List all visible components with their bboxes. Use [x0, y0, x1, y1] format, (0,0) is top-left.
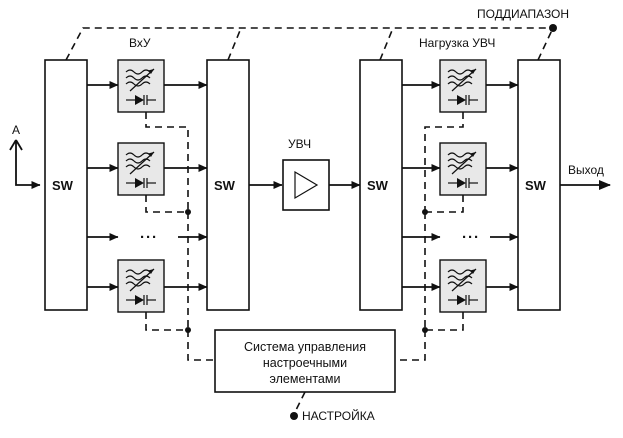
- control-line-1: Система управления: [244, 340, 366, 354]
- switch-3-label: SW: [367, 178, 389, 193]
- rf-amp-label: УВЧ: [288, 137, 311, 151]
- input-filter-3: [117, 259, 165, 313]
- switch-1-label: SW: [52, 178, 74, 193]
- load-filter-2: [439, 142, 487, 196]
- antenna-label: A: [12, 123, 20, 137]
- antenna-icon: [9, 139, 40, 185]
- subband-control-line: [65, 24, 557, 61]
- output-label: Выход: [568, 163, 604, 177]
- right-bank-wires: [402, 81, 519, 291]
- switch-2-label: SW: [214, 178, 236, 193]
- tuning-label: НАСТРОЙКА: [302, 408, 375, 423]
- control-line-2: настроечными: [263, 356, 347, 370]
- switch-1: [44, 59, 88, 311]
- subband-label: ПОДДИАПАЗОН: [477, 7, 569, 21]
- rf-load-label: Нагрузка УВЧ: [419, 36, 495, 50]
- rf-amplifier: [282, 159, 330, 211]
- load-filter-3: [439, 259, 487, 313]
- left-tuning-lines: [145, 112, 215, 361]
- right-ellipsis: ···: [462, 229, 480, 246]
- input-circuits-label: ВхУ: [129, 36, 151, 50]
- left-bank-wires: [87, 81, 208, 291]
- load-filter-1: [439, 59, 487, 113]
- input-filter-1: [117, 59, 165, 113]
- switch-4-label: SW: [525, 178, 547, 193]
- switch-4: [517, 59, 561, 311]
- amplifier-triangle-icon: [294, 170, 319, 200]
- input-filter-2: [117, 142, 165, 196]
- control-system-box: Система управления настроечными элемента…: [214, 329, 396, 393]
- left-ellipsis: ···: [140, 229, 158, 246]
- tuning-input-line: [290, 391, 306, 420]
- control-line-3: элементами: [270, 372, 341, 386]
- right-tuning-lines: [395, 112, 464, 361]
